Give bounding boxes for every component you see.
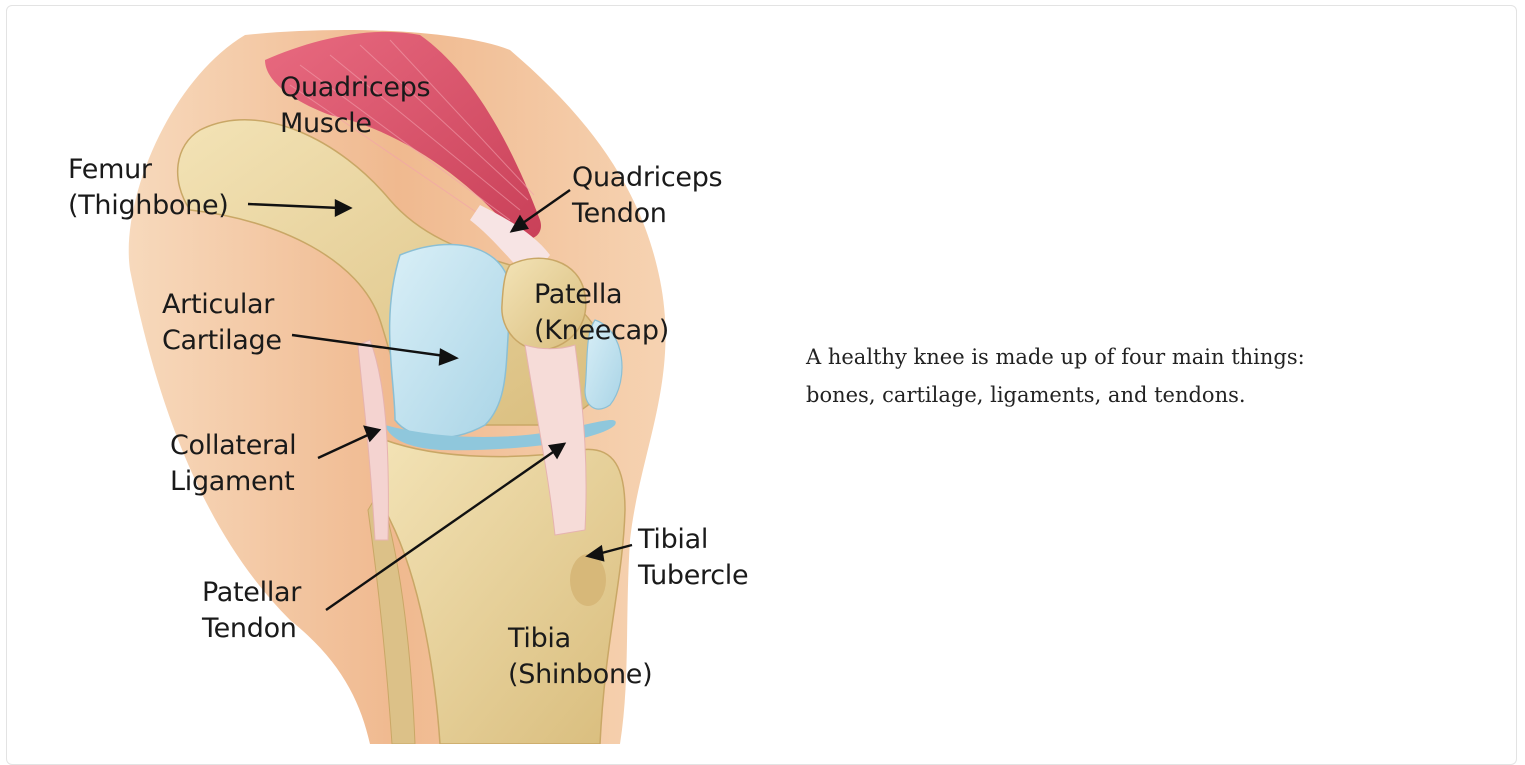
tibial-tubercle [570, 554, 606, 606]
label-quadriceps-muscle-line1: Quadriceps [280, 70, 430, 106]
label-tibia-line1: Tibia [508, 621, 652, 657]
label-femur: Femur (Thighbone) [68, 152, 229, 224]
label-femur-line2: (Thighbone) [68, 188, 229, 224]
caption-line-2: bones, cartilage, ligaments, and tendons… [806, 376, 1446, 414]
label-patellar-tendon: Patellar Tendon [202, 575, 301, 647]
label-femur-line1: Femur [68, 152, 229, 188]
caption-line-1: A healthy knee is made up of four main t… [806, 338, 1446, 376]
label-articular-cartilage-line2: Cartilage [162, 323, 282, 359]
label-patella-line2: (Kneecap) [534, 313, 669, 349]
label-quadriceps-muscle-line2: Muscle [280, 106, 430, 142]
label-quadriceps-tendon: Quadriceps Tendon [572, 160, 722, 232]
knee-anatomy-illustration: Quadriceps Muscle Femur (Thighbone) Quad… [40, 20, 780, 744]
label-patellar-tendon-line1: Patellar [202, 575, 301, 611]
label-articular-cartilage-line1: Articular [162, 287, 282, 323]
label-tibial-tubercle: Tibial Tubercle [638, 522, 748, 594]
label-tibial-tubercle-line1: Tibial [638, 522, 748, 558]
label-tibial-tubercle-line2: Tubercle [638, 558, 748, 594]
label-quadriceps-tendon-line2: Tendon [572, 196, 722, 232]
caption-text: A healthy knee is made up of four main t… [806, 338, 1446, 414]
label-tibia: Tibia (Shinbone) [508, 621, 652, 693]
label-patella: Patella (Kneecap) [534, 277, 669, 349]
label-patella-line1: Patella [534, 277, 669, 313]
label-articular-cartilage: Articular Cartilage [162, 287, 282, 359]
articular-cartilage [390, 244, 511, 437]
label-collateral-ligament-line2: Ligament [170, 464, 296, 500]
label-tibia-line2: (Shinbone) [508, 657, 652, 693]
label-patellar-tendon-line2: Tendon [202, 611, 301, 647]
label-collateral-ligament: Collateral Ligament [170, 428, 296, 500]
label-quadriceps-muscle: Quadriceps Muscle [280, 70, 430, 142]
label-collateral-ligament-line1: Collateral [170, 428, 296, 464]
label-quadriceps-tendon-line1: Quadriceps [572, 160, 722, 196]
